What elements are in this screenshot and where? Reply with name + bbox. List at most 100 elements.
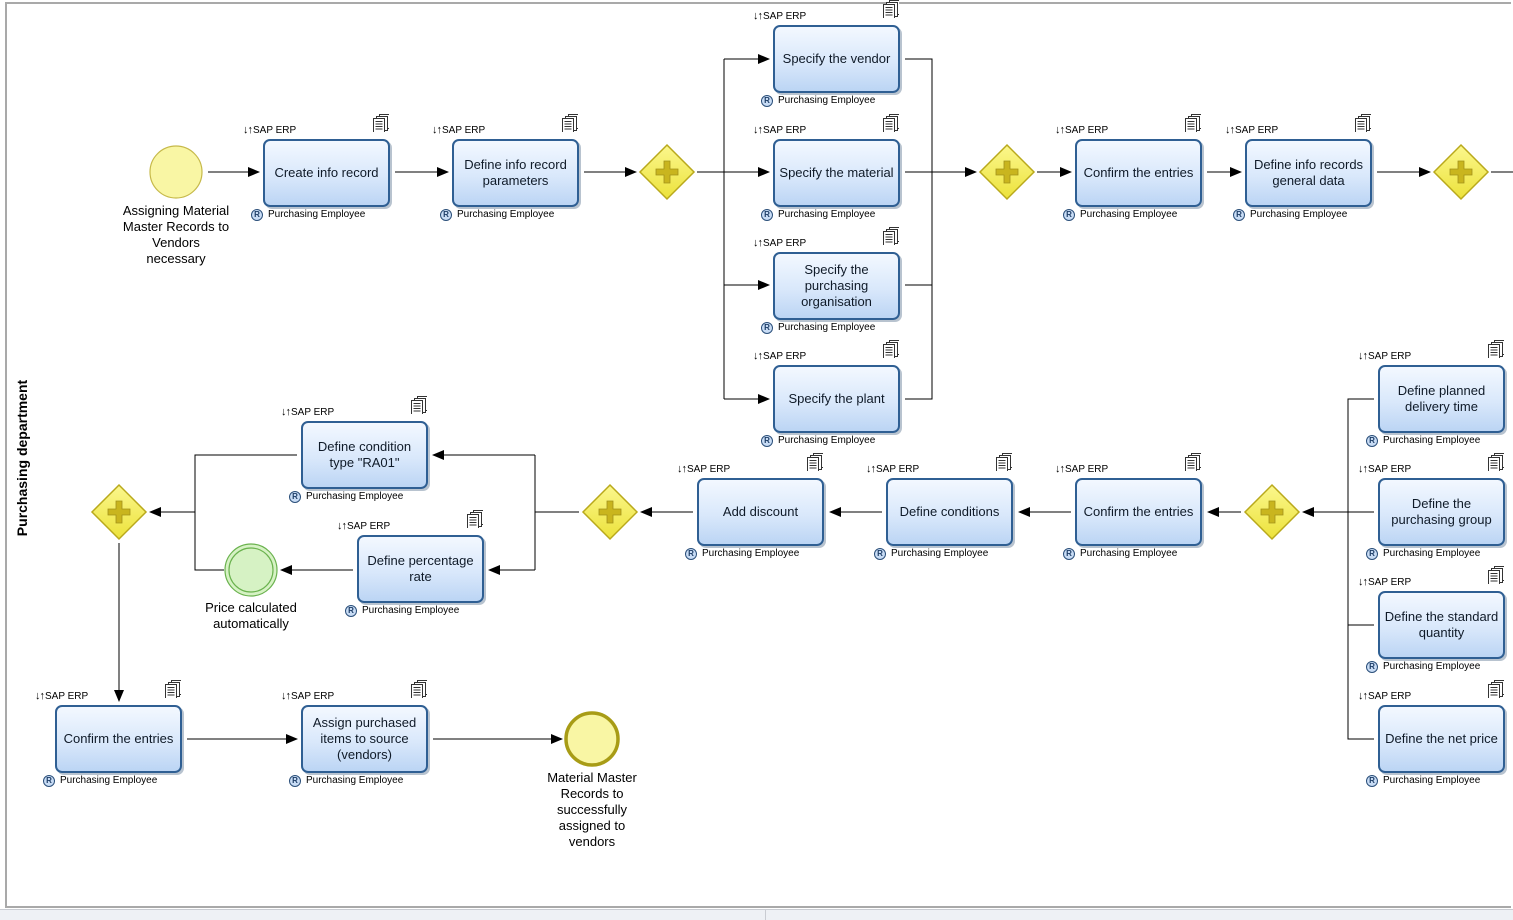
- parallel-gateway-g1[interactable]: [638, 143, 696, 201]
- system-tag: ↓↑SAP ERP: [753, 124, 806, 137]
- documents-icon[interactable]: [996, 453, 1012, 471]
- task-t15[interactable]: Add discount: [697, 478, 824, 546]
- system-label: SAP ERP: [1368, 691, 1412, 702]
- data-exchange-icon: ↓↑: [677, 463, 687, 475]
- task-label: Create info record: [274, 165, 379, 180]
- system-tag: ↓↑SAP ERP: [1358, 350, 1411, 363]
- task-t11[interactable]: Define the standard quantity: [1378, 591, 1505, 659]
- task-t14[interactable]: Define conditions: [886, 478, 1013, 546]
- task-t10[interactable]: Define the purchasing group: [1378, 478, 1505, 546]
- data-exchange-icon: ↓↑: [35, 690, 45, 702]
- task-t1[interactable]: Create info record: [263, 139, 390, 207]
- parallel-gateway-g5[interactable]: [581, 483, 639, 541]
- role-label: Purchasing Employee: [1383, 548, 1481, 559]
- documents-icon[interactable]: [883, 0, 899, 18]
- documents-icon[interactable]: [807, 453, 823, 471]
- role-label: Purchasing Employee: [362, 605, 460, 616]
- task-t19[interactable]: Assign purchased items to source (vendor…: [301, 705, 428, 773]
- task-t17[interactable]: Define percentage rate: [357, 535, 484, 603]
- parallel-gateway-g6[interactable]: [90, 483, 148, 541]
- documents-icon[interactable]: [1488, 680, 1504, 698]
- data-exchange-icon: ↓↑: [1358, 690, 1368, 702]
- task-label: Confirm the entries: [1083, 165, 1194, 180]
- task-t8[interactable]: Define info records general data: [1245, 139, 1372, 207]
- role-icon: R: [251, 209, 263, 221]
- system-label: SAP ERP: [1368, 351, 1412, 362]
- documents-icon[interactable]: [562, 114, 578, 132]
- role-label: Purchasing Employee: [778, 435, 876, 446]
- data-exchange-icon: ↓↑: [1055, 463, 1065, 475]
- system-label: SAP ERP: [763, 351, 807, 362]
- role-icon: R: [1063, 209, 1075, 221]
- system-label: SAP ERP: [291, 691, 335, 702]
- documents-icon[interactable]: [883, 227, 899, 245]
- role-label: Purchasing Employee: [1383, 661, 1481, 672]
- system-label: SAP ERP: [253, 125, 297, 136]
- role-tag: R Purchasing Employee: [1366, 548, 1480, 560]
- task-t4[interactable]: Specify the material: [773, 139, 900, 207]
- parallel-gateway-g2[interactable]: [978, 143, 1036, 201]
- system-label: SAP ERP: [763, 238, 807, 249]
- documents-icon[interactable]: [883, 340, 899, 358]
- task-label: Define the standard quantity: [1384, 609, 1499, 640]
- documents-icon[interactable]: [411, 680, 427, 698]
- task-label: Define the purchasing group: [1391, 496, 1492, 527]
- system-tag: ↓↑SAP ERP: [1055, 124, 1108, 137]
- system-tag: ↓↑SAP ERP: [1055, 463, 1108, 476]
- data-exchange-icon: ↓↑: [432, 124, 442, 136]
- task-t12[interactable]: Define the net price: [1378, 705, 1505, 773]
- intermediate-event[interactable]: [224, 543, 278, 597]
- role-label: Purchasing Employee: [1383, 775, 1481, 786]
- documents-icon[interactable]: [1488, 453, 1504, 471]
- data-exchange-icon: ↓↑: [1358, 463, 1368, 475]
- data-exchange-icon: ↓↑: [243, 124, 253, 136]
- documents-icon[interactable]: [1488, 340, 1504, 358]
- status-strip: [0, 909, 1513, 920]
- role-icon: R: [1233, 209, 1245, 221]
- data-exchange-icon: ↓↑: [753, 10, 763, 22]
- system-tag: ↓↑SAP ERP: [677, 463, 730, 476]
- role-icon: R: [1366, 775, 1378, 787]
- documents-icon[interactable]: [373, 114, 389, 132]
- task-t5[interactable]: Specify the purchasing organisation: [773, 252, 900, 320]
- documents-icon[interactable]: [1185, 114, 1201, 132]
- task-t18[interactable]: Confirm the entries: [55, 705, 182, 773]
- task-label: Specify the vendor: [782, 51, 891, 66]
- parallel-gateway-g3[interactable]: [1432, 143, 1490, 201]
- task-t16[interactable]: Define condition type "RA01": [301, 421, 428, 489]
- role-icon: R: [1366, 548, 1378, 560]
- task-t3[interactable]: Specify the vendor: [773, 25, 900, 93]
- role-label: Purchasing Employee: [60, 775, 158, 786]
- role-icon: R: [761, 322, 773, 334]
- task-t7[interactable]: Confirm the entries: [1075, 139, 1202, 207]
- documents-icon[interactable]: [411, 396, 427, 414]
- documents-icon[interactable]: [1355, 114, 1371, 132]
- task-label: Define conditions: [899, 504, 1000, 519]
- task-label: Define percentage rate: [367, 553, 474, 584]
- documents-icon[interactable]: [165, 680, 181, 698]
- start-event[interactable]: [149, 145, 203, 199]
- end-event[interactable]: [564, 711, 620, 767]
- role-icon: R: [761, 209, 773, 221]
- task-t2[interactable]: Define info record parameters: [452, 139, 579, 207]
- parallel-gateway-g4[interactable]: [1243, 483, 1301, 541]
- role-label: Purchasing Employee: [778, 209, 876, 220]
- task-t9[interactable]: Define planned delivery time: [1378, 365, 1505, 433]
- system-label: SAP ERP: [763, 11, 807, 22]
- task-t13[interactable]: Confirm the entries: [1075, 478, 1202, 546]
- task-label: Add discount: [722, 504, 799, 519]
- system-tag: ↓↑SAP ERP: [35, 690, 88, 703]
- data-exchange-icon: ↓↑: [753, 350, 763, 362]
- documents-icon[interactable]: [467, 510, 483, 528]
- documents-icon[interactable]: [883, 114, 899, 132]
- documents-icon[interactable]: [1488, 566, 1504, 584]
- task-t6[interactable]: Specify the plant: [773, 365, 900, 433]
- documents-icon[interactable]: [1185, 453, 1201, 471]
